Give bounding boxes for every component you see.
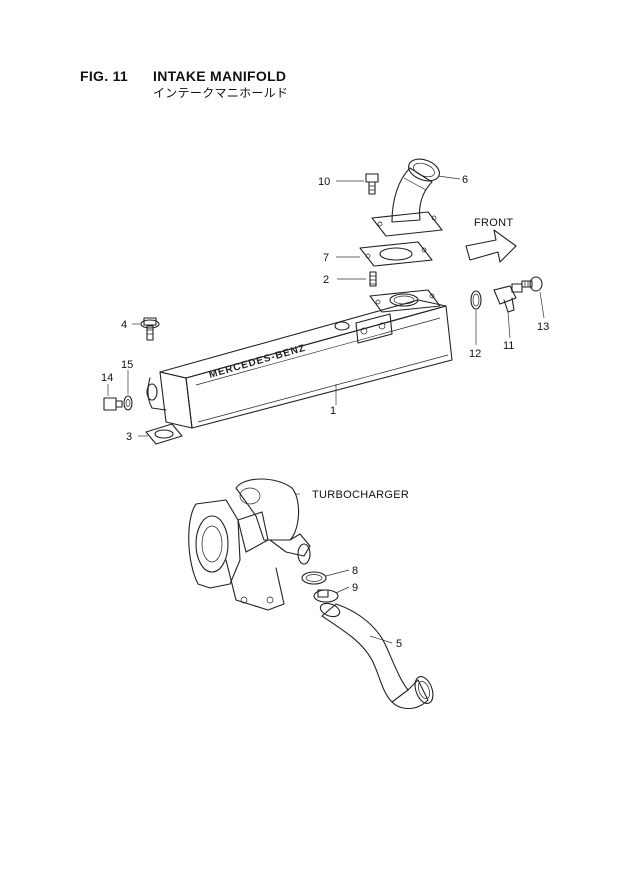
callout-5: 5 <box>396 638 402 650</box>
callout-10: 10 <box>318 176 330 188</box>
callout-9: 9 <box>352 582 358 594</box>
figure-subtitle: インテークマニホールド <box>153 86 289 100</box>
gasket-part-7 <box>359 241 433 267</box>
callout-3: 3 <box>126 431 132 443</box>
bolt-part-4 <box>140 317 160 341</box>
sensor-part-11 <box>493 283 523 313</box>
callout-12: 12 <box>469 348 481 360</box>
callout-2: 2 <box>323 274 329 286</box>
callout-14: 14 <box>101 372 113 384</box>
manifold-top-flange <box>369 289 441 313</box>
plug-part-14 <box>103 397 123 411</box>
callout-4: 4 <box>121 319 127 331</box>
callout-1: 1 <box>330 405 336 417</box>
front-label: FRONT <box>474 217 513 229</box>
front-direction-arrow <box>465 229 517 263</box>
manifold-brand-text: MERCEDES-BENZ <box>208 343 307 381</box>
callout-11: 11 <box>503 340 514 352</box>
leader-lines <box>107 175 545 644</box>
stud-part-2 <box>369 271 377 287</box>
bolt-part-10 <box>365 173 379 195</box>
callout-15: 15 <box>121 359 133 371</box>
figure-title: INTAKE MANIFOLD <box>153 68 287 84</box>
turbocharger-label: TURBOCHARGER <box>312 489 409 501</box>
turbocharger <box>188 478 311 611</box>
washer-part-15 <box>123 395 133 411</box>
callout-6: 6 <box>462 174 468 186</box>
gasket-part-3 <box>145 423 183 445</box>
intake-elbow-part-6 <box>371 158 443 237</box>
intake-manifold-body: MERCEDES-BENZ <box>146 299 453 429</box>
o-ring-part-8 <box>301 571 327 585</box>
bolt-part-13 <box>521 276 543 292</box>
callout-7: 7 <box>323 252 329 264</box>
intake-pipe-part-5 <box>319 602 434 710</box>
figure-number: FIG. 11 <box>80 68 129 84</box>
callout-8: 8 <box>352 565 358 577</box>
clamp-part-9 <box>313 589 339 603</box>
o-ring-part-12 <box>470 290 482 310</box>
callout-13: 13 <box>537 321 549 333</box>
